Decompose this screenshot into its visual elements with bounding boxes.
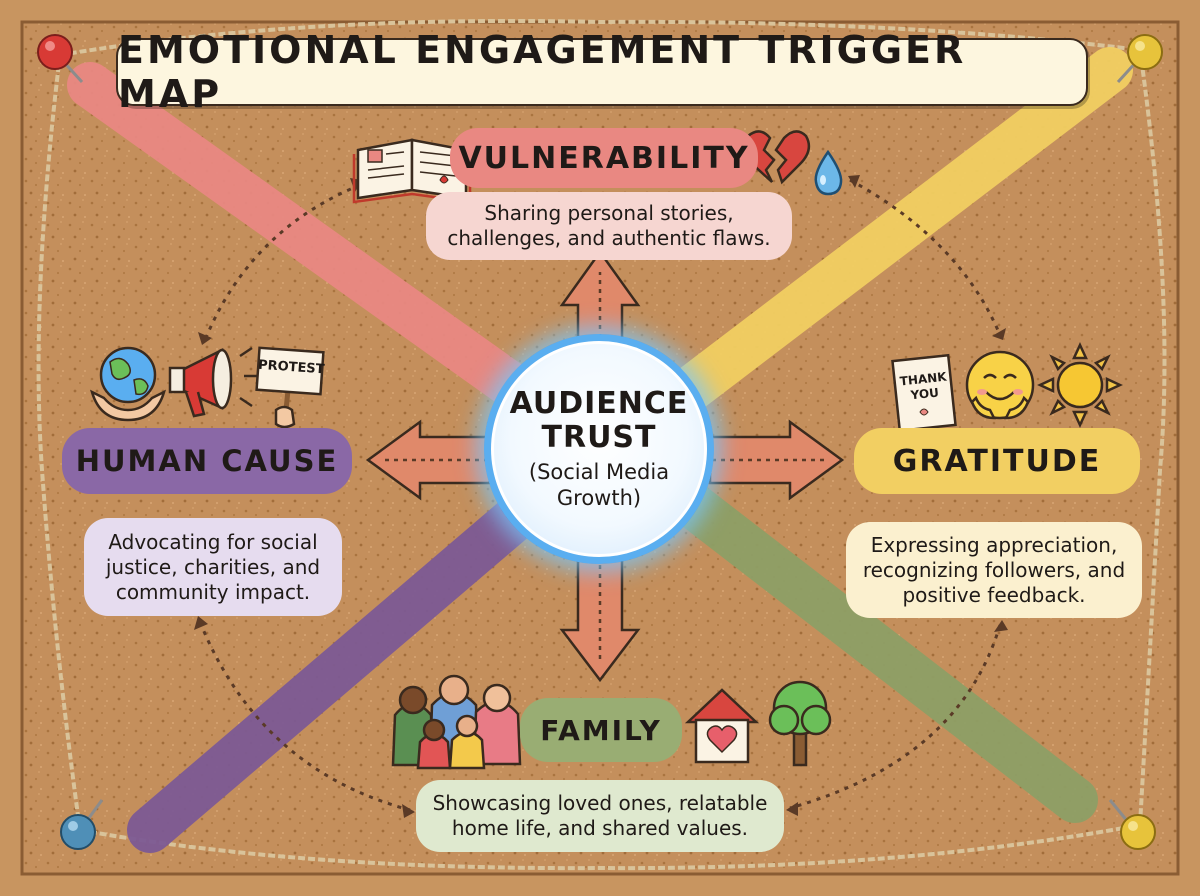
arrow-left <box>365 419 492 501</box>
band-human-cause <box>127 457 583 853</box>
house-heart-icon <box>684 688 760 764</box>
family-label-pill: FAMILY <box>520 698 682 762</box>
protest-sign-icon <box>255 346 325 431</box>
center-title: AUDIENCE TRUST <box>509 386 689 455</box>
smiley-hug-icon <box>965 350 1035 420</box>
vulnerability-description: Sharing personal stories, challenges, an… <box>426 192 792 260</box>
gratitude-label: GRATITUDE <box>892 443 1102 479</box>
pin-yellow-icon <box>1116 34 1163 84</box>
family-label: FAMILY <box>540 713 662 747</box>
human-cause-label: HUMAN CAUSE <box>75 444 339 478</box>
title-banner: EMOTIONAL ENGAGEMENT TRIGGER MAP <box>116 28 1088 116</box>
thank-you-card-icon <box>891 353 957 433</box>
tree-icon <box>768 680 832 767</box>
pin-red-icon <box>37 34 84 84</box>
diagonal-bands <box>67 47 1133 853</box>
thank-you-card-label: THANK YOU <box>899 369 948 403</box>
pin-yellow-bottom-icon <box>1108 799 1156 850</box>
megaphone-icon <box>168 346 258 418</box>
water-drop-icon <box>814 149 843 196</box>
page-title: EMOTIONAL ENGAGEMENT TRIGGER MAP <box>118 28 967 116</box>
dotted-connectors <box>198 178 1002 812</box>
gratitude-description: Expressing appreciation, recognizing fol… <box>846 522 1142 618</box>
arrow-up <box>559 249 641 342</box>
human-cause-label-pill: HUMAN CAUSE <box>62 428 352 494</box>
vulnerability-label: VULNERABILITY <box>458 140 750 176</box>
pin-blue-icon <box>60 799 104 850</box>
sun-icon <box>1037 342 1123 428</box>
band-family <box>637 457 1098 823</box>
vulnerability-label-pill: VULNERABILITY <box>450 128 758 188</box>
human-cause-description: Advocating for social justice, charities… <box>84 518 342 616</box>
audience-trust-circle: AUDIENCE TRUST (Social Media Growth) <box>484 334 714 564</box>
band-vulnerability <box>67 62 583 443</box>
arrow-dotted-centers <box>385 272 825 660</box>
center-subtitle: (Social Media Growth) <box>528 460 670 510</box>
globe-in-hands-icon <box>90 346 166 422</box>
family-description: Showcasing loved ones, relatable home li… <box>416 780 784 852</box>
band-gratitude <box>627 47 1133 443</box>
rope-lines <box>36 18 1167 871</box>
gratitude-label-pill: GRATITUDE <box>854 428 1140 494</box>
family-group-icon <box>391 674 522 770</box>
